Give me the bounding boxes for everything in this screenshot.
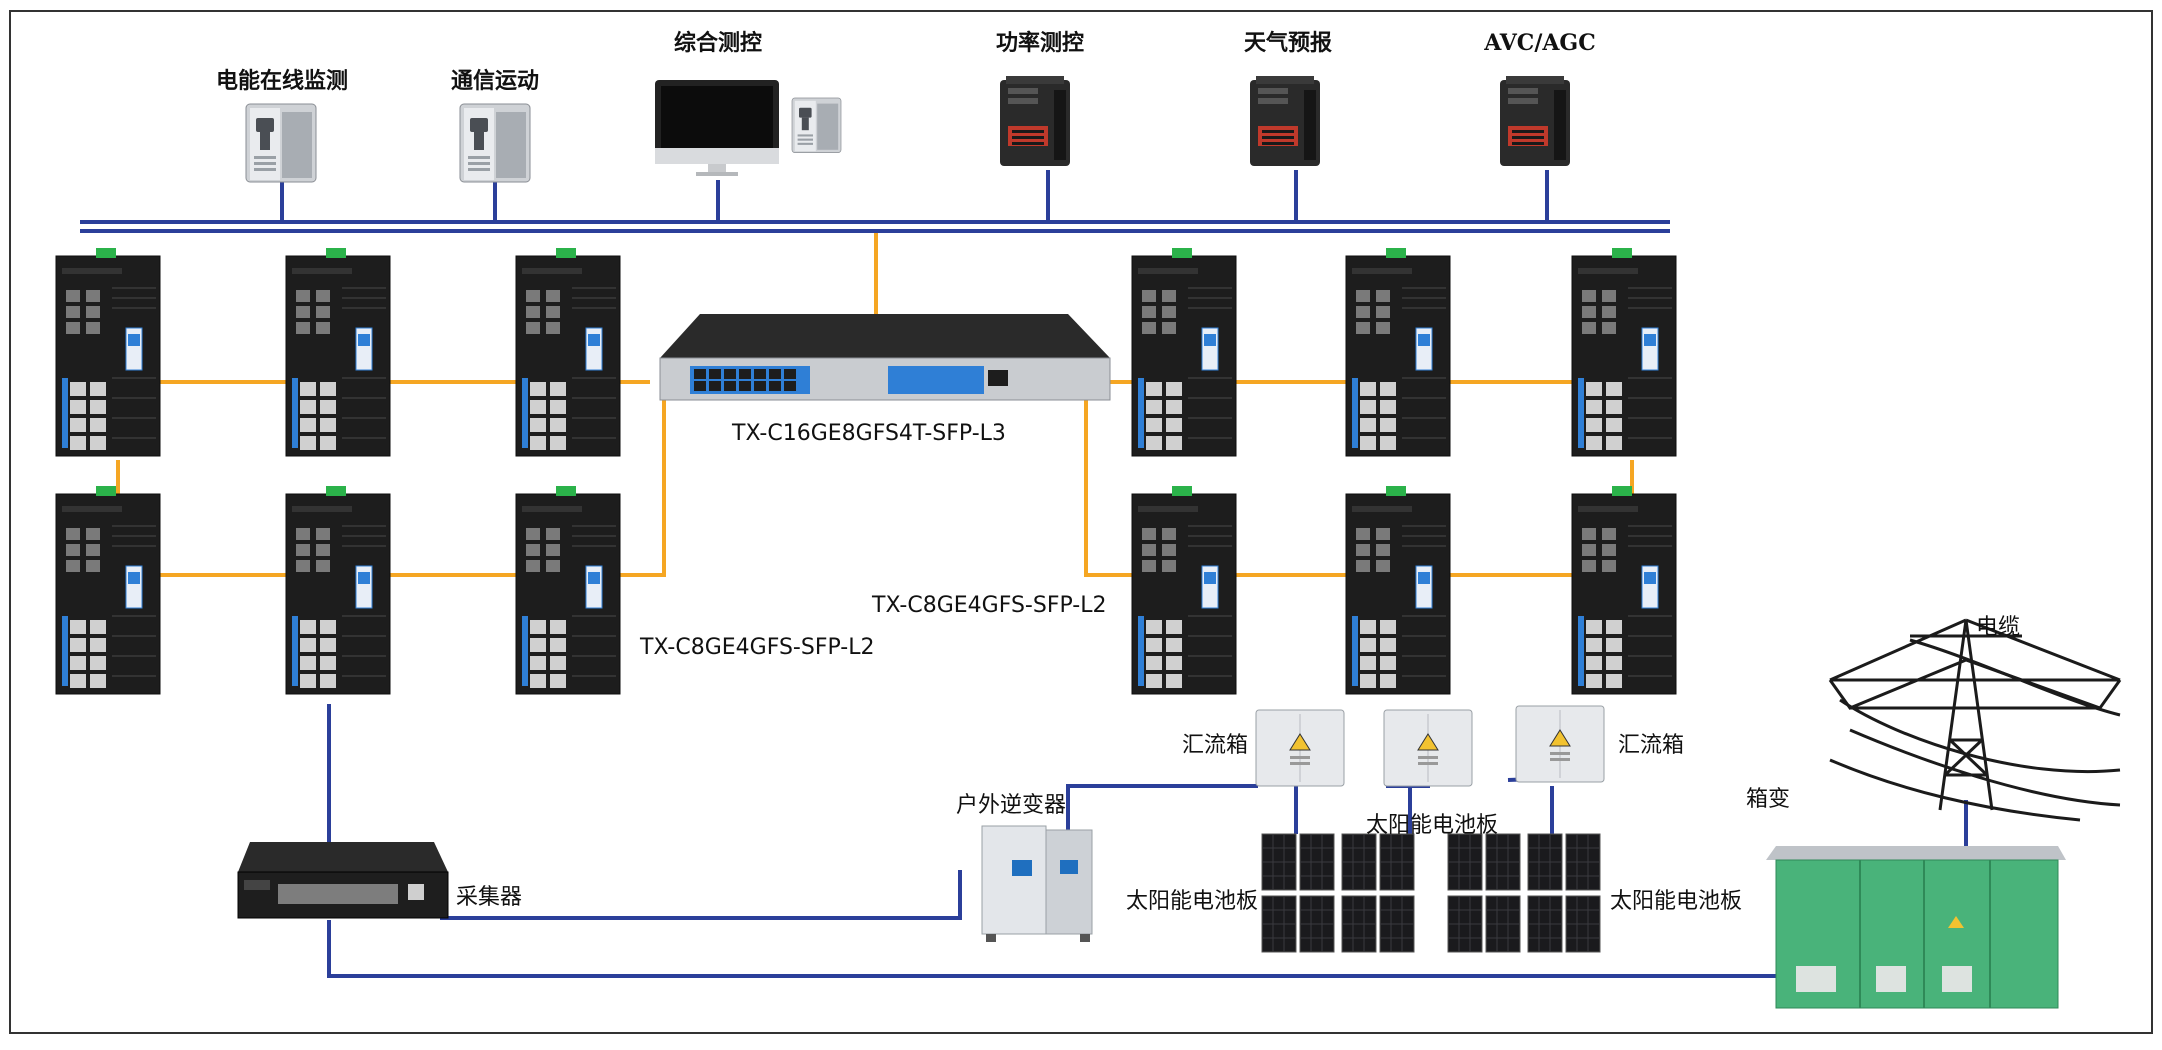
- label-combiner-left: 汇流箱: [1182, 733, 1248, 758]
- label-weather: 天气预报: [1244, 30, 1332, 56]
- label-cable: 电缆: [1976, 615, 2020, 640]
- label-box-transformer: 箱变: [1746, 787, 1790, 812]
- industrial-switch-icon: [1345, 247, 1451, 457]
- solar-panel-icon: [1565, 895, 1601, 953]
- industrial-switch-icon: [515, 247, 621, 457]
- label-solar-top: 太阳能电池板: [1366, 813, 1498, 838]
- label-collector: 采集器: [456, 885, 522, 910]
- solar-panel-icon: [1485, 895, 1521, 953]
- solar-panel-icon: [1485, 833, 1521, 891]
- label-combiner-right: 汇流箱: [1618, 733, 1684, 758]
- industrial-switch-icon: [285, 247, 391, 457]
- solar-panel-icon: [1341, 895, 1377, 953]
- combiner-box-icon: [1383, 709, 1473, 787]
- industrial-switch-icon: [1571, 247, 1677, 457]
- top-bus: [80, 170, 1670, 233]
- solar-panel-icon: [1261, 833, 1297, 891]
- inverter-icon: [981, 825, 1093, 942]
- solar-panel-icon: [1261, 895, 1297, 953]
- industrial-switch-icon: [1571, 485, 1677, 695]
- industrial-switch-icon: [515, 485, 621, 695]
- label-inverter: 户外逆变器: [956, 793, 1066, 818]
- industrial-switch-icon: [1131, 485, 1237, 695]
- industrial-switch-icon: [55, 247, 161, 457]
- solar-panel-icon: [1565, 833, 1601, 891]
- solar-panel-icon: [1527, 895, 1563, 953]
- core-switch-icon: [659, 314, 1111, 401]
- box-transformer-icon: [1766, 846, 2066, 1009]
- label-core-switch: TX-C16GE8GFS4T-SFP-L3: [731, 421, 1006, 446]
- label-solar-right: 太阳能电池板: [1610, 889, 1742, 914]
- weather-server-icon: [1250, 76, 1320, 166]
- transmission-tower-icon: [1828, 618, 2122, 822]
- combiner-box-icon: [1255, 709, 1345, 787]
- solar-panel-icon: [1341, 833, 1377, 891]
- industrial-switch-icon: [55, 485, 161, 695]
- label-avc-agc: AVC/AGC: [1483, 30, 1595, 56]
- label-comm-ops: 通信运动: [451, 68, 539, 94]
- collector-switch-icon: [237, 842, 449, 919]
- label-power-quality: 电能在线监测: [216, 68, 348, 94]
- solar-panel-icon: [1527, 833, 1563, 891]
- label-switch-left-bottom: TX-C8GE4GFS-SFP-L2: [639, 635, 874, 660]
- avc-agc-server-icon: [1500, 76, 1570, 166]
- label-integrated: 综合测控: [674, 30, 762, 56]
- integrated-rack-server-icon: [791, 97, 842, 153]
- industrial-switch-icon: [1131, 247, 1237, 457]
- solar-panel-icon: [1379, 895, 1415, 953]
- integrated-monitor-icon: [655, 80, 779, 176]
- solar-panel-icon: [1299, 895, 1335, 953]
- solar-panel-icon: [1379, 833, 1415, 891]
- solar-array-left: [1261, 833, 1415, 953]
- combiner-box-icon: [1515, 705, 1605, 783]
- solar-panel-icon: [1447, 833, 1483, 891]
- solar-panel-icon: [1447, 895, 1483, 953]
- industrial-switch-icon: [285, 485, 391, 695]
- label-power-control: 功率测控: [996, 30, 1084, 56]
- industrial-switch-icon: [1345, 485, 1451, 695]
- label-switch-right-bottom: TX-C8GE4GFS-SFP-L2: [871, 593, 1106, 618]
- diagram-border: [9, 10, 2153, 1034]
- power-quality-server-icon: [245, 103, 317, 183]
- power-control-server-icon: [1000, 76, 1070, 166]
- solar-array-right: [1447, 833, 1601, 953]
- field-wiring: [327, 704, 1968, 978]
- comm-ops-server-icon: [459, 103, 531, 183]
- label-solar-left: 太阳能电池板: [1126, 889, 1258, 914]
- solar-panel-icon: [1299, 833, 1335, 891]
